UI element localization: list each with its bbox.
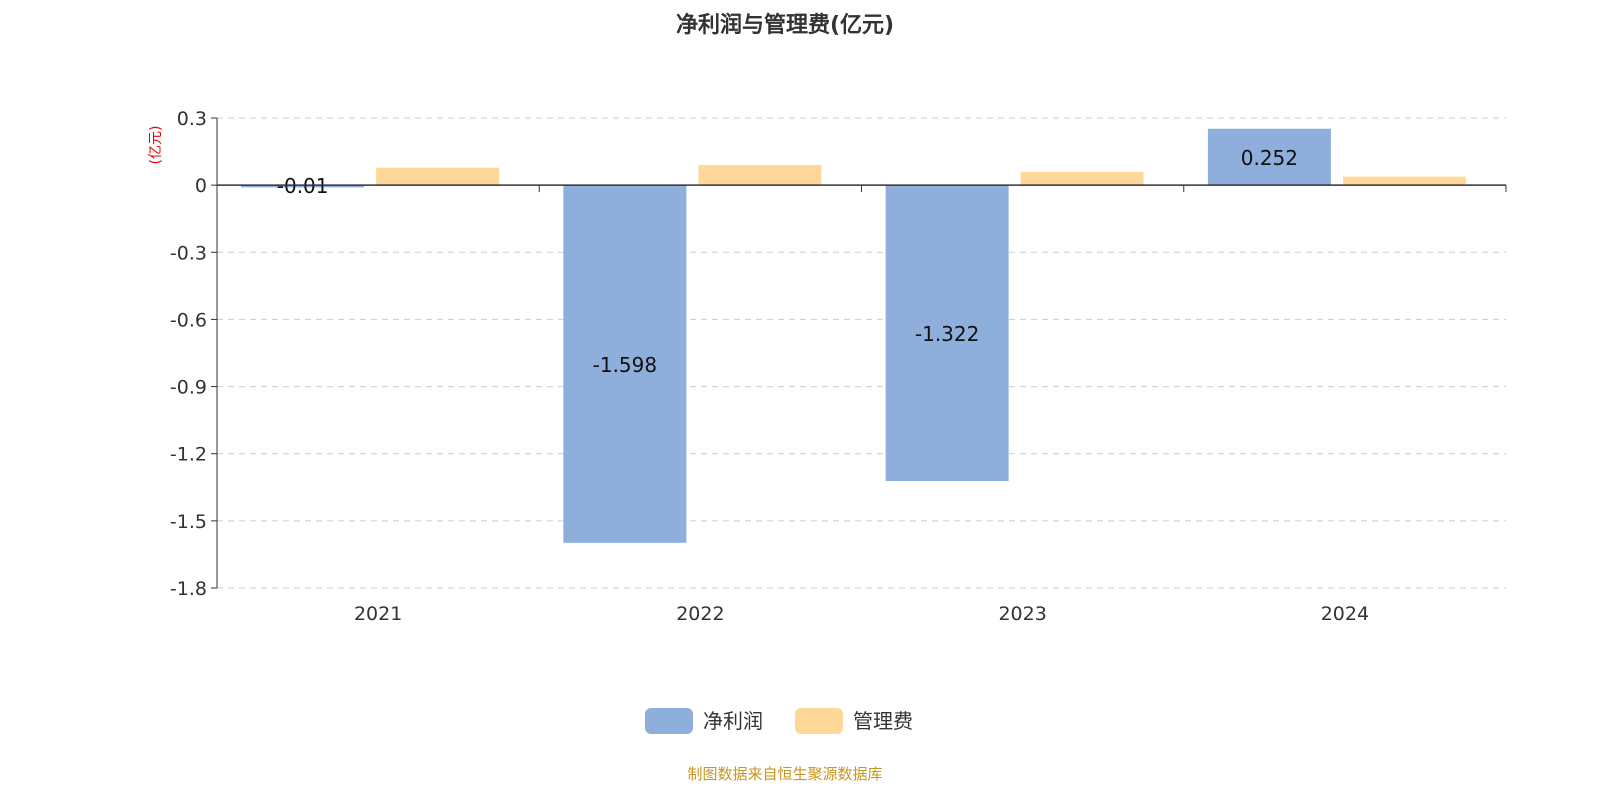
x-tick-label: 2021 [354,603,402,625]
y-tick-label: -0.9 [170,377,207,399]
legend-swatch[interactable] [645,708,693,734]
y-tick-label: -1.8 [170,578,207,600]
bar-net-profit-2022 [563,185,687,543]
data-label: 0.252 [1241,146,1298,170]
x-tick-label: 2022 [676,603,724,625]
bar-admin-fee-2024 [1342,176,1466,186]
bar-admin-fee-2023 [1020,171,1144,186]
bar-admin-fee-2022 [698,165,822,186]
bar-net-profit-2021 [241,185,365,188]
bar-net-profit-2023 [885,185,1009,482]
source-note: 制图数据来自恒生聚源数据库 [687,765,882,783]
y-axis-label: (亿元) [148,126,164,165]
y-tick-label: 0.3 [177,108,207,130]
legend-label[interactable]: 管理费 [853,709,913,733]
y-tick-label: -0.3 [170,242,207,264]
bar-admin-fee-2021 [376,167,500,186]
x-tick-label: 2024 [1321,603,1369,625]
bar-net-profit-2024 [1207,128,1331,186]
y-tick-label: -0.6 [170,309,207,331]
y-tick-label: -1.2 [170,444,207,466]
x-tick-label: 2023 [998,603,1046,625]
legend-label[interactable]: 净利润 [703,709,763,733]
data-label: -1.598 [593,353,657,377]
data-label: -0.01 [277,174,329,198]
legend-swatch[interactable] [795,708,843,734]
y-tick-label: 0 [195,175,207,197]
chart-title: 净利润与管理费(亿元) [676,12,894,38]
data-label: -1.322 [915,322,979,346]
y-tick-label: -1.5 [170,511,207,533]
